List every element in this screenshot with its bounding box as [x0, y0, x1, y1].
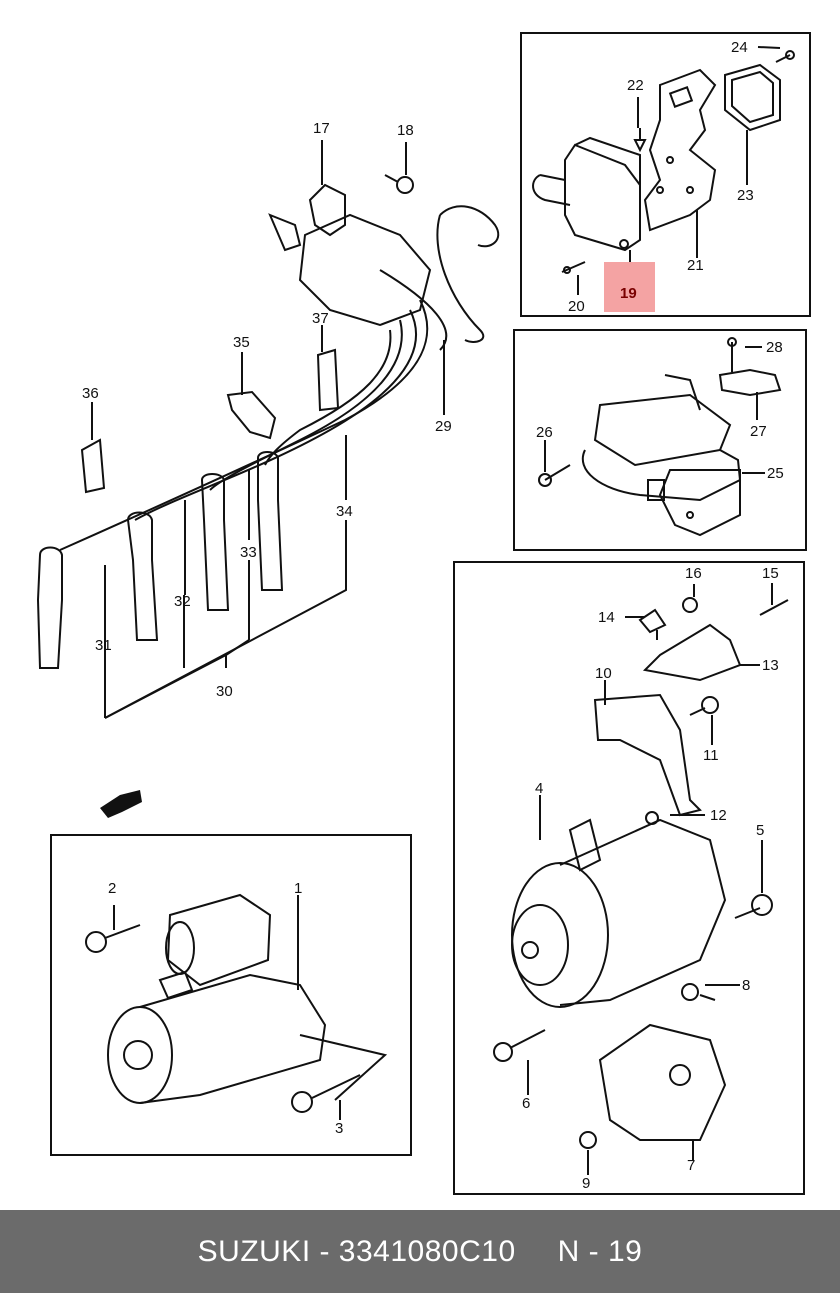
- alternator-drawing: [493, 583, 789, 1175]
- diagram-page-ref: N - 19: [557, 1234, 643, 1268]
- callout-7: 7: [687, 1157, 695, 1174]
- coil-bracket-drawing: [538, 337, 782, 537]
- callout-27: 27: [750, 423, 767, 440]
- callout-18: 18: [397, 122, 414, 139]
- starter-drawing: [85, 893, 388, 1120]
- callout-20: 20: [568, 298, 585, 315]
- highlight-box: [604, 262, 655, 312]
- callout-14: 14: [598, 609, 615, 626]
- callout-24: 24: [731, 39, 748, 56]
- callout-33: 33: [240, 544, 257, 561]
- callout-30: 30: [216, 683, 233, 700]
- callout-25: 25: [767, 465, 784, 482]
- callout-28: 28: [766, 339, 783, 356]
- callout-17: 17: [313, 120, 330, 137]
- front-arrow-icon: [100, 790, 142, 818]
- callout-26: 26: [536, 424, 553, 441]
- part-number-footer: SUZUKI - 3341080C10 N - 19: [0, 1210, 840, 1293]
- callout-9: 9: [582, 1175, 590, 1192]
- alternator-panel: [453, 561, 805, 1195]
- callout-12: 12: [710, 807, 727, 824]
- ignition-wires-drawing: [36, 140, 500, 719]
- callout-29: 29: [435, 418, 452, 435]
- callout-6: 6: [522, 1095, 530, 1112]
- starter-panel: [50, 834, 412, 1156]
- callout-8: 8: [742, 977, 750, 994]
- callout-32: 32: [174, 593, 191, 610]
- ignition-coil-drawing: [532, 46, 795, 295]
- callout-15: 15: [762, 565, 779, 582]
- callout-22: 22: [627, 77, 644, 94]
- parts-diagram: 24 22 23 21 20 19 28 27 26 25 16 15 14 1…: [36, 32, 811, 1195]
- callout-11: 11: [703, 747, 719, 764]
- callout-13: 13: [762, 657, 779, 674]
- callout-1: 1: [294, 880, 302, 897]
- callout-5: 5: [756, 822, 764, 839]
- callout-10: 10: [595, 665, 612, 682]
- callout-31: 31: [95, 637, 112, 654]
- callout-37: 37: [312, 310, 329, 327]
- callout-4: 4: [535, 780, 543, 797]
- callout-19: 19: [620, 285, 637, 302]
- callout-16: 16: [685, 565, 702, 582]
- ignition-coil-panel: [520, 32, 811, 317]
- callout-23: 23: [737, 187, 754, 204]
- callout-3: 3: [335, 1120, 343, 1137]
- brand-part-number: SUZUKI - 3341080C10: [197, 1234, 516, 1268]
- callout-34: 34: [336, 503, 353, 520]
- coil-bracket-panel: [513, 329, 807, 551]
- callout-2: 2: [108, 880, 116, 897]
- callout-21: 21: [687, 257, 704, 274]
- callout-35: 35: [233, 334, 250, 351]
- callout-36: 36: [82, 385, 99, 402]
